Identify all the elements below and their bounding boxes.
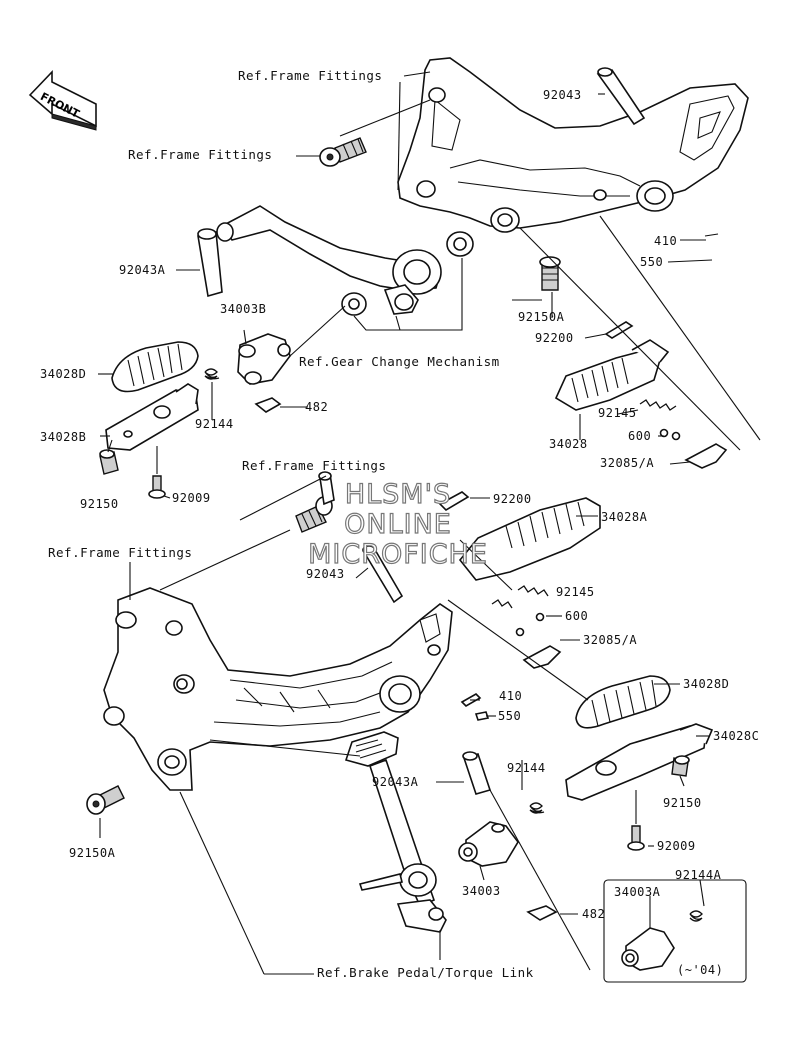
ref-frame-fittings-top: Ref.Frame Fittings — [238, 68, 383, 83]
part-92145-upper: 92145 — [598, 406, 637, 420]
part-92150A-lower: 92150A — [69, 846, 116, 860]
bolt-92150A-lower — [86, 785, 125, 815]
footpeg-34028C — [565, 723, 714, 801]
spring-92145-upper — [639, 399, 677, 411]
spring-92144-lower — [529, 802, 545, 814]
screw-92009-lower — [627, 825, 645, 851]
part-32085A-upper: 32085/A — [600, 456, 655, 470]
ref-frame-fittings-left: Ref.Frame Fittings — [48, 545, 193, 560]
part-92150-lower: 92150 — [663, 796, 702, 810]
part-600-lower: 600 — [565, 609, 589, 623]
part-482-upper: 482 — [305, 400, 329, 414]
part-34028C: 34028C — [713, 729, 760, 743]
footpeg-34028 — [554, 339, 670, 411]
part-34003: 34003 — [462, 884, 501, 898]
pin-550-lower — [474, 711, 490, 721]
washer-92200-upper — [604, 321, 634, 339]
part-92144-upper: 92144 — [195, 417, 234, 431]
ref-brake-pedal: Ref.Brake Pedal/Torque Link — [317, 965, 534, 980]
frame-bolt-upper — [319, 137, 367, 167]
part-482-lower: 482 — [582, 907, 606, 921]
rubber-34028D-lower — [575, 675, 671, 729]
bolt-92150-upper — [99, 449, 119, 475]
spring-92144-upper — [204, 368, 220, 380]
bolt-92150A-upper — [539, 256, 561, 291]
washer-92200-lower — [438, 491, 470, 512]
leaders-lower — [99, 475, 710, 975]
washer-upper-b-hole — [348, 298, 360, 310]
part-92009-lower: 92009 — [657, 839, 696, 853]
spring-92145-lower — [517, 585, 549, 597]
part-550-upper: 550 — [640, 255, 664, 269]
clevis-34003A — [621, 927, 675, 971]
ref-frame-fittings-bolt: Ref.Frame Fittings — [128, 147, 273, 162]
part-410-upper: 410 — [654, 234, 678, 248]
pin-92043-lower — [362, 545, 404, 604]
part-410-lower: 410 — [499, 689, 523, 703]
plate-32085-upper — [684, 443, 728, 469]
part-34003B: 34003B — [220, 302, 267, 316]
watermark-line-1: HLSM'S — [344, 479, 452, 510]
part-32085A-lower: 32085/A — [583, 633, 638, 647]
part-34003A: 34003A — [614, 885, 661, 899]
rubber-34028D-upper — [111, 341, 199, 393]
ball-600-lower-b — [515, 627, 525, 637]
pin-92043A-lower — [462, 751, 492, 795]
part-550-lower: 550 — [498, 709, 522, 723]
part-600-upper: 600 — [628, 429, 652, 443]
leaders-upper — [98, 71, 761, 499]
year-note: (~'04) — [677, 963, 724, 977]
clevis-34003 — [458, 821, 519, 867]
clip-482-lower — [526, 905, 558, 921]
brake-pedal — [344, 731, 447, 933]
lower-bracket — [103, 587, 453, 791]
part-92200-lower: 92200 — [493, 492, 532, 506]
ref-gear-change: Ref.Gear Change Mechanism — [299, 354, 500, 369]
part-92009-upper: 92009 — [172, 491, 211, 505]
part-92150-upper: 92150 — [80, 497, 119, 511]
front-arrow-icon — [28, 70, 97, 131]
gear-change-bracket-line-2 — [395, 315, 401, 331]
spring-92145-lower-b — [491, 599, 513, 609]
bolt-92150-lower — [671, 755, 690, 777]
part-92043-upper: 92043 — [543, 88, 582, 102]
part-34028B: 34028B — [40, 430, 87, 444]
spring-92144A — [689, 910, 703, 922]
shift-pedal — [216, 205, 442, 315]
washer-upper-a-hole — [453, 237, 467, 251]
watermark: HLSM'S ONLINE MICROFICHE — [288, 479, 508, 570]
part-92043A-lower: 92043A — [372, 775, 419, 789]
part-92043-lower: 92043 — [306, 567, 345, 581]
ref-frame-fittings-mid: Ref.Frame Fittings — [242, 458, 387, 473]
leader-92150-upper — [107, 439, 113, 453]
pin-92043A-upper — [197, 228, 223, 298]
screw-92009-upper — [148, 475, 166, 499]
part-92200-upper: 92200 — [535, 331, 574, 345]
part-34028: 34028 — [549, 437, 588, 451]
frame-bolt-lower — [295, 471, 335, 533]
part-92144A: 92144A — [675, 868, 722, 882]
footpeg-34028B — [105, 383, 199, 451]
ball-600-lower-a — [535, 612, 545, 622]
plate-32085-lower — [522, 645, 562, 669]
pin-92043-upper — [596, 67, 646, 126]
clevis-34003B — [237, 333, 291, 385]
clip-482-upper — [254, 397, 282, 413]
part-34028D-lower: 34028D — [683, 677, 730, 691]
part-92150A-upper: 92150A — [518, 310, 565, 324]
upper-bracket — [397, 57, 749, 233]
footpeg-34028A — [458, 497, 601, 581]
gear-change-bracket-line — [353, 258, 463, 331]
part-34028A: 34028A — [601, 510, 648, 524]
part-92144-lower: 92144 — [507, 761, 546, 775]
part-92145-lower: 92145 — [556, 585, 595, 599]
watermark-line-2: ONLINE — [344, 509, 452, 540]
watermark-line-3: MICROFICHE — [307, 539, 488, 570]
part-92043A-upper: 92043A — [119, 263, 166, 277]
ball-600-upper-b — [671, 431, 681, 441]
part-34028D-upper: 34028D — [40, 367, 87, 381]
inset-box-34003A — [603, 879, 747, 983]
